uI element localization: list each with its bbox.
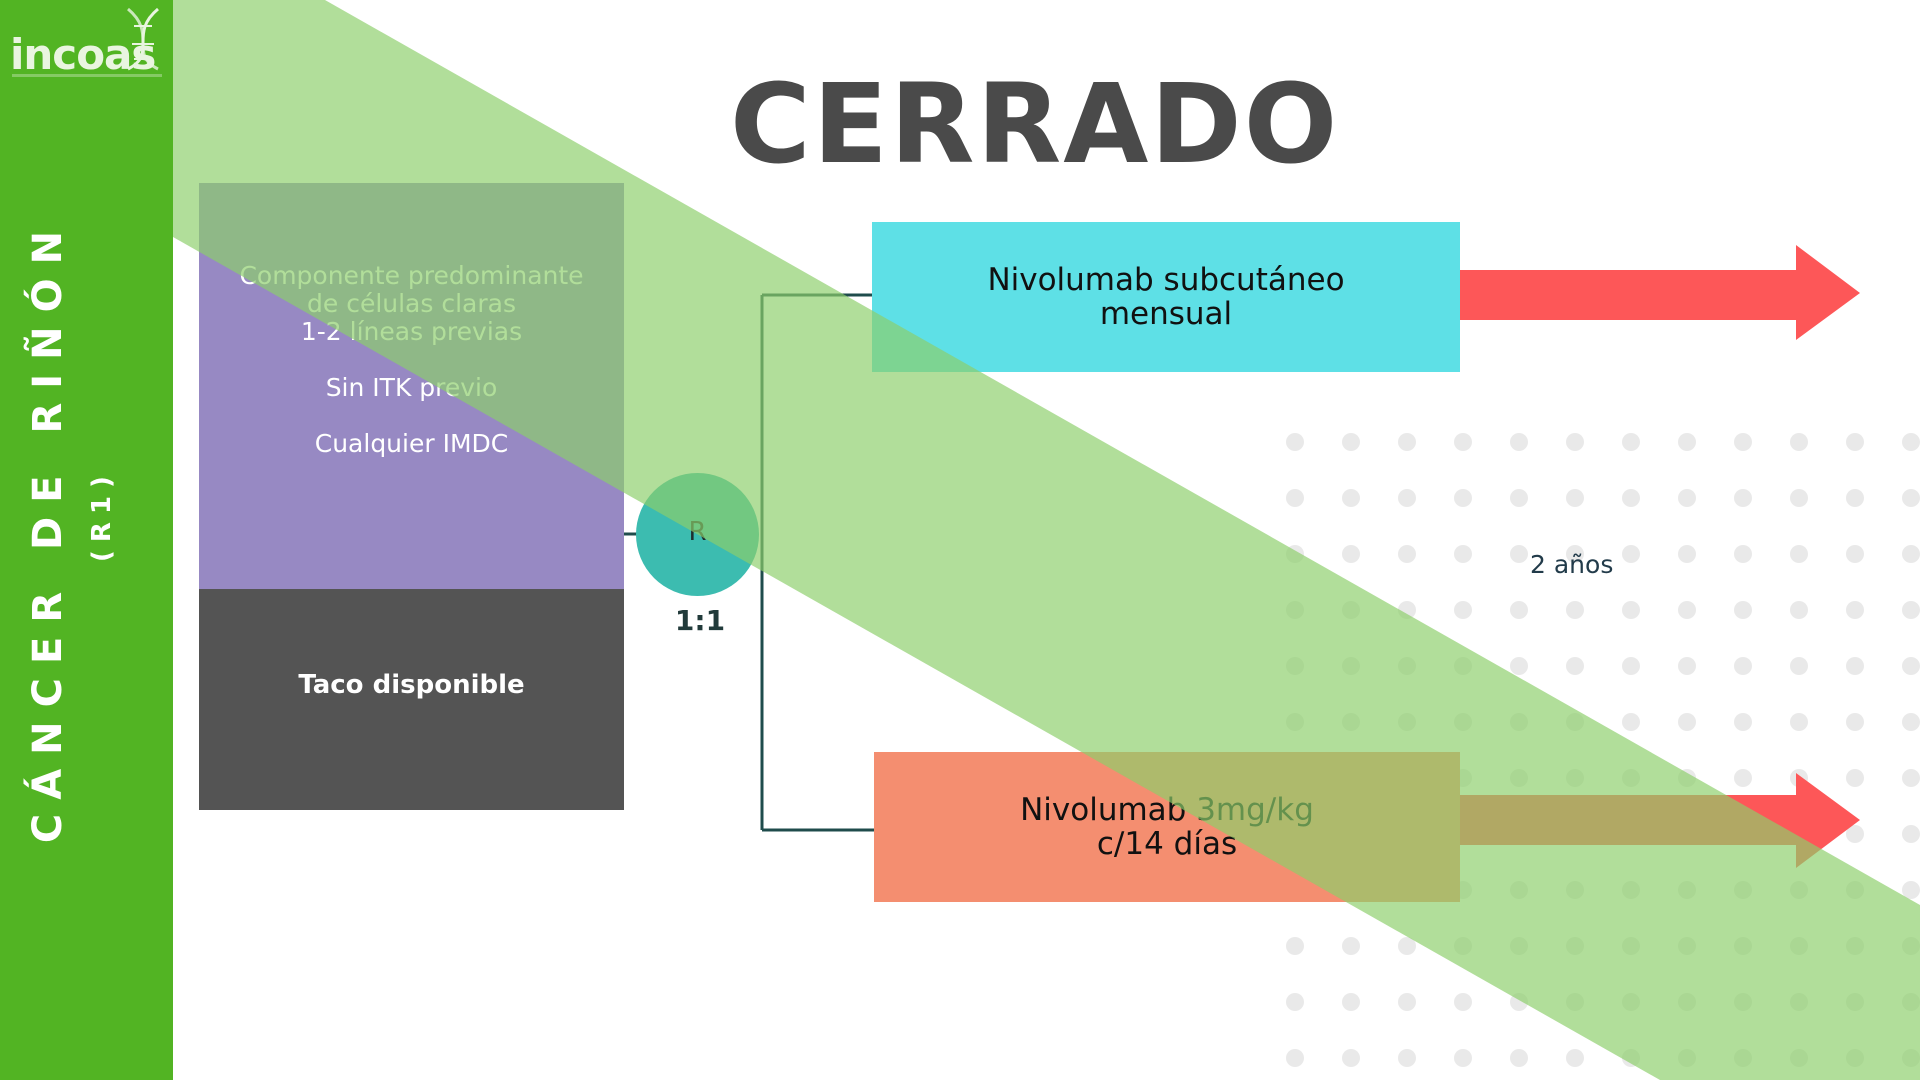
arrow-arm-2 <box>1460 773 1860 868</box>
duration-label: 2 años <box>1530 550 1614 579</box>
dna-icon <box>127 7 159 71</box>
sidebar: incoas CÁNCER DE RIÑÓN (R1) <box>0 0 173 1080</box>
logo: incoas <box>10 30 156 79</box>
arrow-arm-1 <box>1460 245 1860 340</box>
logo-tagline <box>12 74 162 77</box>
